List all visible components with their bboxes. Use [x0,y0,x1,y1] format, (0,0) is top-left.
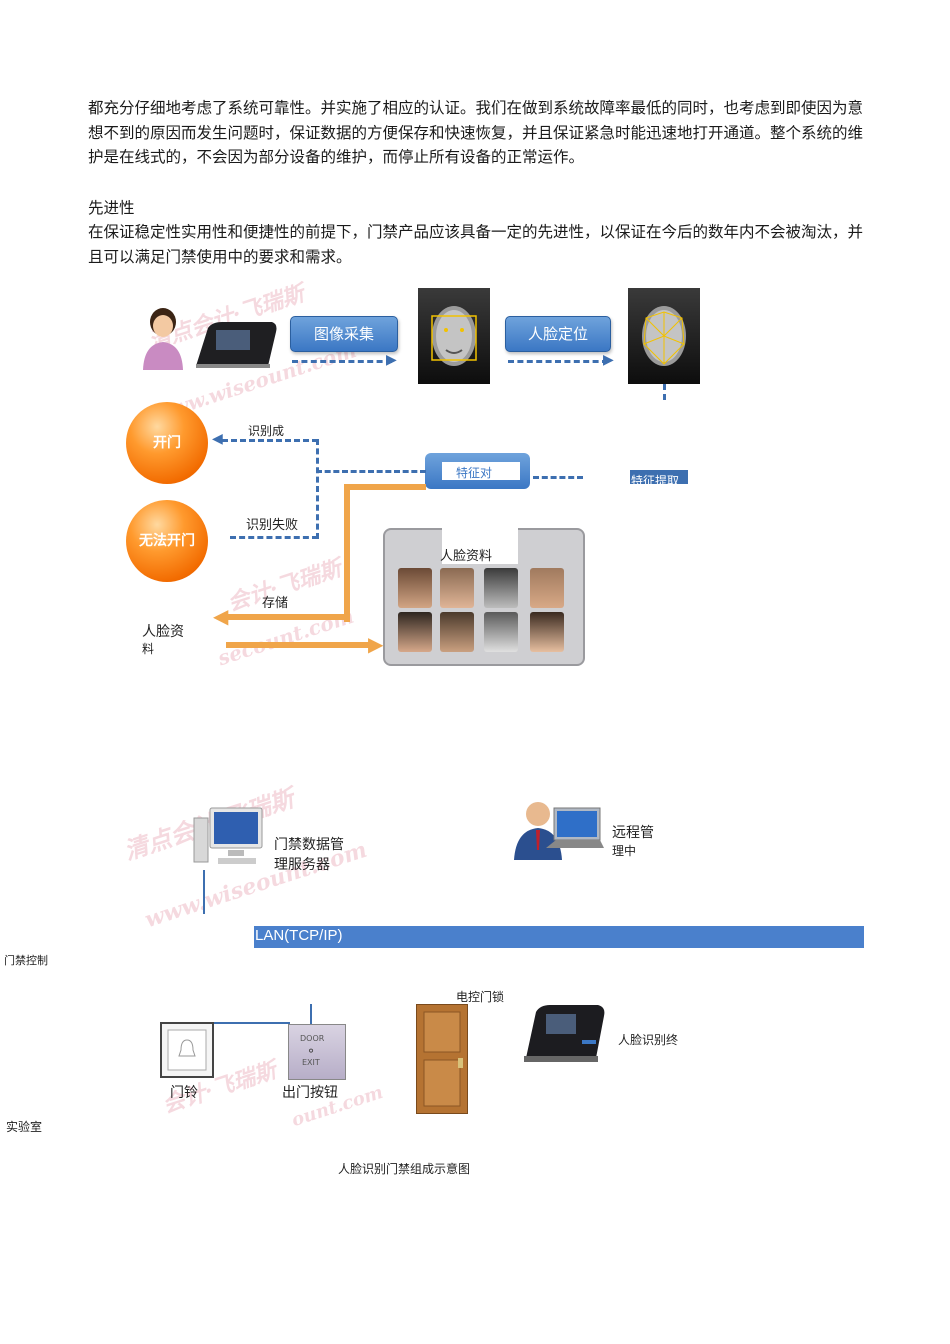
exit-plate-bottom-label: EXIT [302,1058,320,1067]
diagram-caption: 人脸识别门禁组成示意图 [338,1160,470,1177]
section-heading-advanced: 先进性 [88,196,868,221]
remote-label-2: 理中 [612,842,636,859]
flow-arrow [508,360,608,363]
arrow-left-icon: ◀ [212,431,223,447]
face-thumbnail [484,612,518,652]
remote-label-1: 远程管 [612,822,654,842]
captured-face-photo [418,288,490,384]
door-icon [416,1004,468,1114]
flow-arrow [292,360,392,363]
store-line-bottom [226,614,350,620]
electric-lock-label: 电控门锁 [456,988,504,1005]
lan-label: LAN(TCP/IP) [255,927,343,944]
exit-plate-top-label: DOOR [300,1034,324,1043]
path-to-compare [316,470,426,473]
store-label: 存储 [262,592,288,611]
arrow-head-icon: ▶ [603,352,614,368]
reliability-paragraph: 都充分仔细地考虑了系统可靠性。并实施了相应的认证。我们在做到系统故障率最低的同时… [88,96,868,170]
face-thumbnail [484,568,518,608]
path-vertical [316,439,319,539]
feature-compare-label: 特征对 [456,464,492,481]
face-thumbnail [530,612,564,652]
face-data-label-2: 料 [142,640,154,657]
recognize-fail-label: 识别失败 [246,514,298,533]
remote-admin-icon [512,798,604,860]
face-locate-box: 人脸定位 [505,316,611,352]
face-terminal-device-icon [192,318,280,370]
doorbell-label: 门铃 [170,1082,198,1102]
flow-line [533,476,583,479]
advanced-paragraph: 在保证稳定性实用性和便捷性的前提下，门禁产品应该具备一定的先进性，以保证在今后的… [88,220,868,269]
control-link [310,1004,312,1024]
doorbell-icon [160,1022,214,1078]
lan-bar [254,926,864,948]
exit-button-label: 出门按钮 [282,1082,338,1102]
face-thumbnail [440,568,474,608]
key-icon: ⚬ [306,1044,316,1058]
recognize-success-label: 识别成 [248,422,284,439]
server-link [203,870,205,914]
store-line-top [344,484,426,490]
lab-label: 实验室 [6,1118,42,1135]
server-computer-icon [192,806,268,870]
arrow-right-orange-icon: ▶ [368,634,383,654]
exit-button-plate [288,1024,346,1080]
fail-path [230,536,318,539]
face-db-label: 人脸资料 [440,545,492,564]
flow-line [663,384,666,400]
image-capture-box: 图像采集 [290,316,398,352]
store-line-vertical [344,486,350,622]
open-door-node: 开门 [126,402,208,484]
store-line-db [226,642,376,648]
arrow-left-orange-icon: ◀ [213,606,228,626]
server-label-2: 理服务器 [274,854,330,874]
user-avatar-icon [140,306,186,370]
cannot-open-node: 无法开门 [126,500,208,582]
face-thumbnail [398,612,432,652]
access-control-label: 门禁控制 [4,952,48,968]
face-terminal-icon [522,1002,608,1064]
face-thumbnail [530,568,564,608]
feature-extract-label: 特征提取 [631,472,679,489]
server-label-1: 门禁数据管 [274,834,344,854]
success-path [222,439,318,442]
arrow-head-icon: ▶ [386,352,397,368]
face-thumbnail [398,568,432,608]
face-thumbnail [440,612,474,652]
located-face-photo [628,288,700,384]
face-terminal-label: 人脸识别终 [618,1031,678,1048]
face-data-label: 人脸资 [142,621,184,641]
bell-link [214,1022,290,1024]
